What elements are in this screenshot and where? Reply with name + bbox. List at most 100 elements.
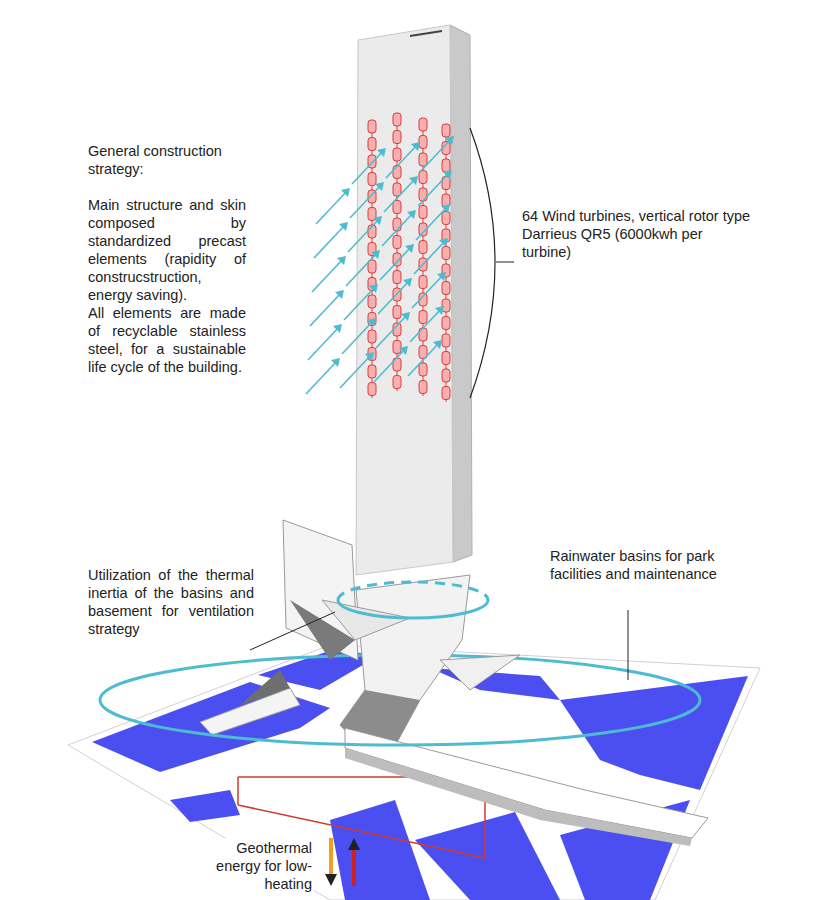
wind-turbine (442, 334, 450, 347)
wind-turbine (368, 295, 376, 308)
wind-arrowhead (335, 290, 344, 299)
wind-arrowhead (445, 136, 454, 145)
wind-turbine (419, 171, 427, 184)
rainwater-basin (330, 800, 430, 900)
wind-turbine (442, 387, 450, 400)
tower-front (356, 25, 453, 575)
tower-slit (410, 31, 442, 36)
wind-arrowhead (341, 188, 350, 197)
wind-turbine (419, 363, 427, 376)
wind-turbine (442, 247, 450, 260)
wind-arrow (384, 179, 415, 212)
wind-arrow (408, 343, 439, 376)
tower-side (450, 25, 472, 562)
wind-arrow (418, 173, 449, 206)
wind-arrowhead (411, 142, 420, 151)
wind-turbine (393, 306, 401, 319)
wind-turbine (442, 369, 450, 382)
leader-line (250, 612, 335, 650)
wind-turbine (419, 188, 427, 201)
wind-turbine (442, 352, 450, 365)
wind-turbine (393, 131, 401, 144)
wind-turbine (419, 381, 427, 394)
heat-arrow (329, 838, 333, 876)
leader-line (628, 610, 629, 680)
base-wall (283, 520, 358, 660)
wind-arrowhead (365, 352, 374, 361)
wind-arrowhead (331, 358, 340, 367)
wind-arrow (310, 293, 341, 326)
wind-arrowhead (437, 272, 446, 281)
strategy-note: All elements are made of recyclable stai… (88, 304, 246, 376)
wind-arrowhead (377, 148, 386, 157)
wind-arrow (308, 327, 339, 360)
wind-turbine (419, 276, 427, 289)
wind-arrowhead (441, 204, 450, 213)
wind-arrowhead (405, 244, 414, 253)
wind-arrowhead (403, 278, 412, 287)
geothermal-note: Geothermal energy for low-heating (198, 838, 314, 894)
heat-arrowhead (325, 874, 337, 886)
wind-turbine (442, 212, 450, 225)
wind-turbine (442, 124, 450, 137)
heat-arrow (352, 848, 356, 886)
wind-turbine (393, 376, 401, 389)
wind-arrowhead (333, 324, 342, 333)
wind-arrow (316, 191, 347, 224)
base-wing (322, 600, 410, 640)
wind-arrow (380, 247, 411, 280)
wind-arrow (376, 315, 407, 348)
wind-arrow (306, 361, 337, 394)
ventilation-loop (338, 582, 488, 600)
wind-turbine (419, 118, 427, 131)
wind-arrow (350, 185, 381, 218)
basin-note: Rainwater basins for park facilities and… (548, 546, 732, 584)
wind-arrow (352, 151, 383, 184)
wind-arrowhead (407, 210, 416, 219)
leader-line (496, 262, 514, 263)
wind-arrow (346, 253, 377, 286)
wind-turbine (419, 311, 427, 324)
wind-arrowhead (435, 306, 444, 315)
wind-turbine (419, 206, 427, 219)
wind-arrowhead (401, 312, 410, 321)
wind-turbine (419, 136, 427, 149)
wind-arrow (348, 219, 379, 252)
wind-turbine (419, 153, 427, 166)
wind-arrow (386, 145, 417, 178)
wind-arrow (410, 309, 441, 342)
wind-arrow (342, 321, 373, 354)
wind-turbine (442, 317, 450, 330)
heading-note: General construction strategy: (88, 142, 258, 178)
wind-arrowhead (367, 318, 376, 327)
wind-turbine (419, 328, 427, 341)
wind-arrowhead (399, 346, 408, 355)
wind-arrow (414, 241, 445, 274)
wind-turbine (368, 138, 376, 151)
wind-turbine (393, 113, 401, 126)
base-shadow (240, 670, 290, 705)
wind-arrowhead (371, 250, 380, 259)
wind-arrows (306, 136, 454, 394)
wind-arrowhead (373, 216, 382, 225)
wind-turbine (368, 330, 376, 343)
ventilation-loop (338, 600, 488, 618)
wind-turbine (393, 236, 401, 249)
wind-turbine (393, 271, 401, 284)
rainwater-basin (560, 676, 748, 790)
wind-arrow (344, 287, 375, 320)
base-wing (440, 655, 520, 690)
turbine-note: 64 Wind turbines, vertical rotor type Da… (520, 206, 754, 262)
wind-turbine (393, 201, 401, 214)
wind-turbine (368, 383, 376, 396)
wind-turbine (442, 159, 450, 172)
heat-arrowhead (348, 838, 360, 850)
base-slab-edge (345, 748, 692, 846)
wind-turbine (368, 365, 376, 378)
wind-turbine (368, 173, 376, 186)
wind-arrow (312, 259, 343, 292)
wind-arrowhead (439, 238, 448, 247)
ventilation-loop (100, 700, 700, 745)
wind-arrow (378, 281, 409, 314)
